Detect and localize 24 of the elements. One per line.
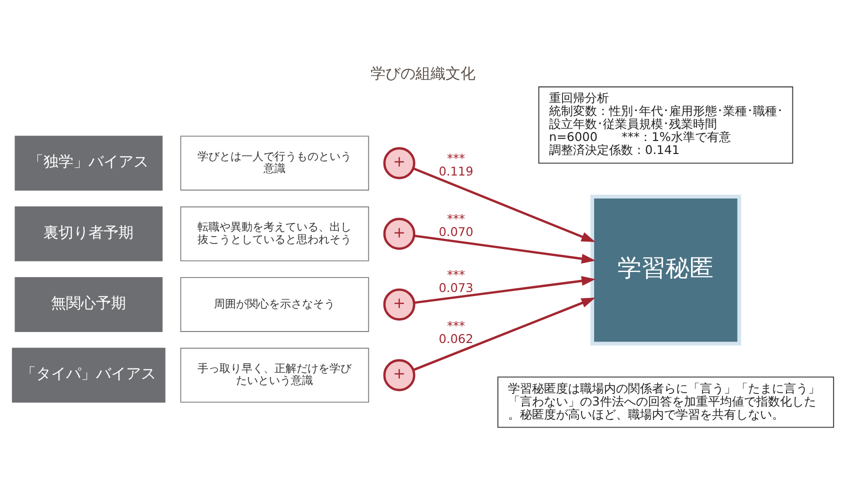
node-box: 重回帰分析 統制変数：性別･年代･雇用形態･業種･職種･設立年数･従業員規模･残業時間 n=6000 ***：1%水準で有意 調整済決定係数：0.141 (538, 86, 794, 164)
node-box: 学習秘匿 (590, 194, 742, 346)
edge-label: *** 0.073 (438, 268, 474, 295)
node-box: 転職や異動を考えている、出し抜こうとしていると思われそう (180, 206, 370, 262)
node-circle: + (383, 218, 416, 250)
node-box: 裏切り者予期 (14, 206, 163, 262)
node-circle: + (383, 288, 416, 321)
node-box: 学びとは一人で行うものという意識 (180, 136, 370, 191)
node-circle: + (383, 147, 416, 180)
node-box: 無関心予期 (14, 277, 163, 332)
edge-label: *** 0.119 (438, 152, 474, 179)
arrow (414, 234, 596, 264)
node-box: 学習秘匿度は職場内の関係者らに「言う」「たまに言う」「言わない」の3件法への回答を加重平均値で指数化した。秘匿度が高いほど、職場内で学習を共有しない。 (497, 376, 834, 428)
edge-label: *** 0.062 (438, 319, 474, 346)
node-box: 「独学」バイアス (14, 136, 163, 191)
arrow (412, 298, 596, 372)
node-box: 手っ取り早く、正解だけを学びたいという意識 (180, 348, 370, 403)
node-circle: + (383, 359, 416, 392)
node-box: 「タイパ」バイアス (12, 348, 166, 403)
node-box: 周囲が関心を示さなそう (180, 277, 370, 332)
diagram-title: 学びの組織文化 (370, 64, 476, 82)
edge-label: *** 0.070 (438, 212, 474, 240)
arrow (412, 167, 596, 242)
arrow (414, 276, 596, 304)
